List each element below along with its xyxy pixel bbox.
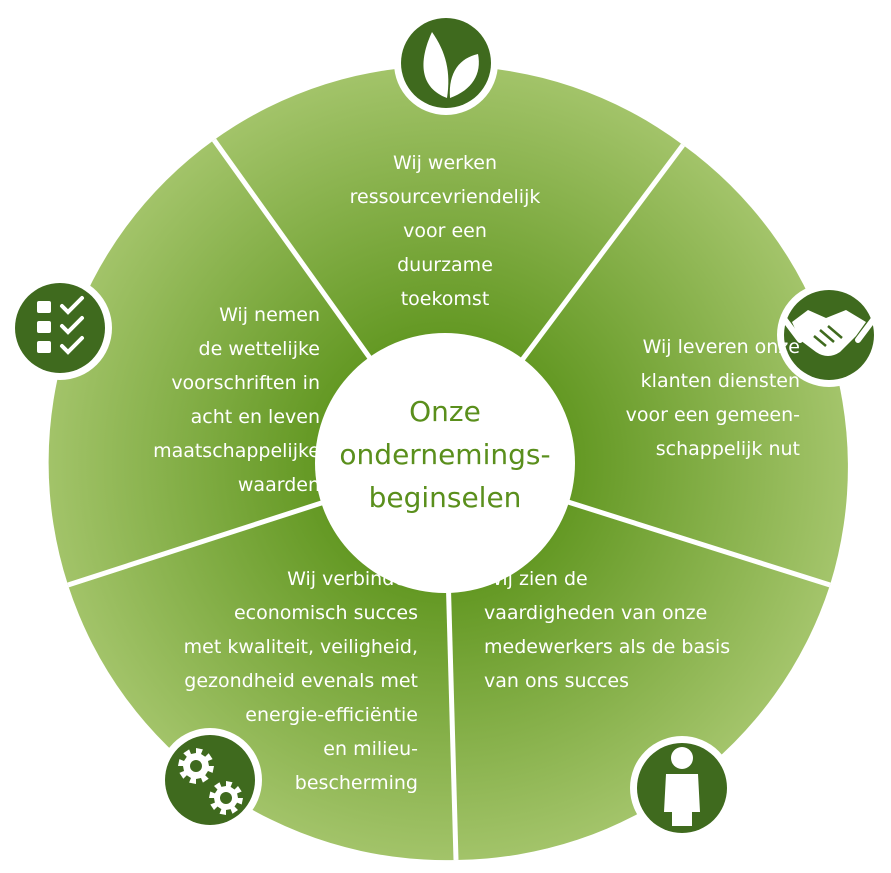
center-title: Onze ondernemings- beginselen: [320, 390, 570, 519]
segment-text-line: klanten diensten: [640, 370, 800, 392]
center-title-line: ondernemings-: [339, 438, 551, 471]
segment-text-line: Wij nemen: [219, 304, 320, 326]
gears-icon: [158, 728, 262, 832]
segment-text-compliance: Wij nemen de wettelijke voorschriften in ac…: [60, 298, 320, 502]
segment-text-line: maatschappelijke: [153, 440, 320, 462]
segment-text-line: economisch succes: [233, 602, 418, 624]
person-icon: [630, 736, 734, 840]
segment-text-line: bescherming: [294, 772, 418, 794]
segment-text-line: acht en leven: [190, 406, 320, 428]
segment-text-line: ressourcevriendelijk: [349, 186, 541, 208]
center-title-line: beginselen: [368, 481, 522, 514]
segment-text-customers: Wij leveren onze klanten diensten voor een…: [560, 330, 800, 466]
segment-text-line: Wij leveren onze: [642, 336, 800, 358]
center-title-line: Onze: [409, 395, 481, 428]
segment-text-line: Wij werken: [392, 152, 498, 174]
segment-text-economy: Wij verbinden economisch succes met kwalit…: [120, 562, 418, 800]
segment-text-line: schappelijk nut: [655, 438, 800, 460]
segment-employees: [445, 463, 830, 860]
leaf-icon: [394, 11, 498, 115]
segment-text-sustainability: Wij werken ressourcevriendelijk voor een du…: [300, 146, 590, 316]
segment-text-line: Wij zien de: [484, 568, 588, 590]
segment-text-employees: Wij zien de vaardigheden van onze medewerk…: [484, 562, 784, 698]
segment-text-line: voorschriften in: [171, 372, 320, 394]
segment-sustainability: [214, 65, 683, 463]
segment-text-line: voor een gemeen-: [625, 404, 800, 426]
segment-text-line: Wij verbinden: [287, 568, 418, 590]
segment-text-line: toekomst: [400, 288, 490, 310]
segment-text-line: met kwaliteit, veiligheid,: [183, 636, 418, 658]
segment-text-line: voor een: [403, 220, 487, 242]
segment-text-line: en milieu-: [323, 738, 418, 760]
segment-economy: [68, 463, 456, 861]
center-circle: [315, 333, 575, 593]
segment-text-line: gezondheid evenals met: [184, 670, 418, 692]
segment-text-line: van ons succes: [484, 670, 629, 692]
handshake-icon: [777, 283, 881, 387]
segment-text-line: de wettelijke: [198, 338, 320, 360]
checklist-icon: [8, 276, 112, 380]
segment-text-line: medewerkers als de basis: [484, 636, 731, 658]
segment-text-line: vaardigheden van onze: [484, 602, 708, 624]
segment-text-line: duurzame: [397, 254, 493, 276]
segment-text-line: energie-efficiëntie: [245, 704, 418, 726]
segment-text-line: waarden: [237, 474, 320, 496]
